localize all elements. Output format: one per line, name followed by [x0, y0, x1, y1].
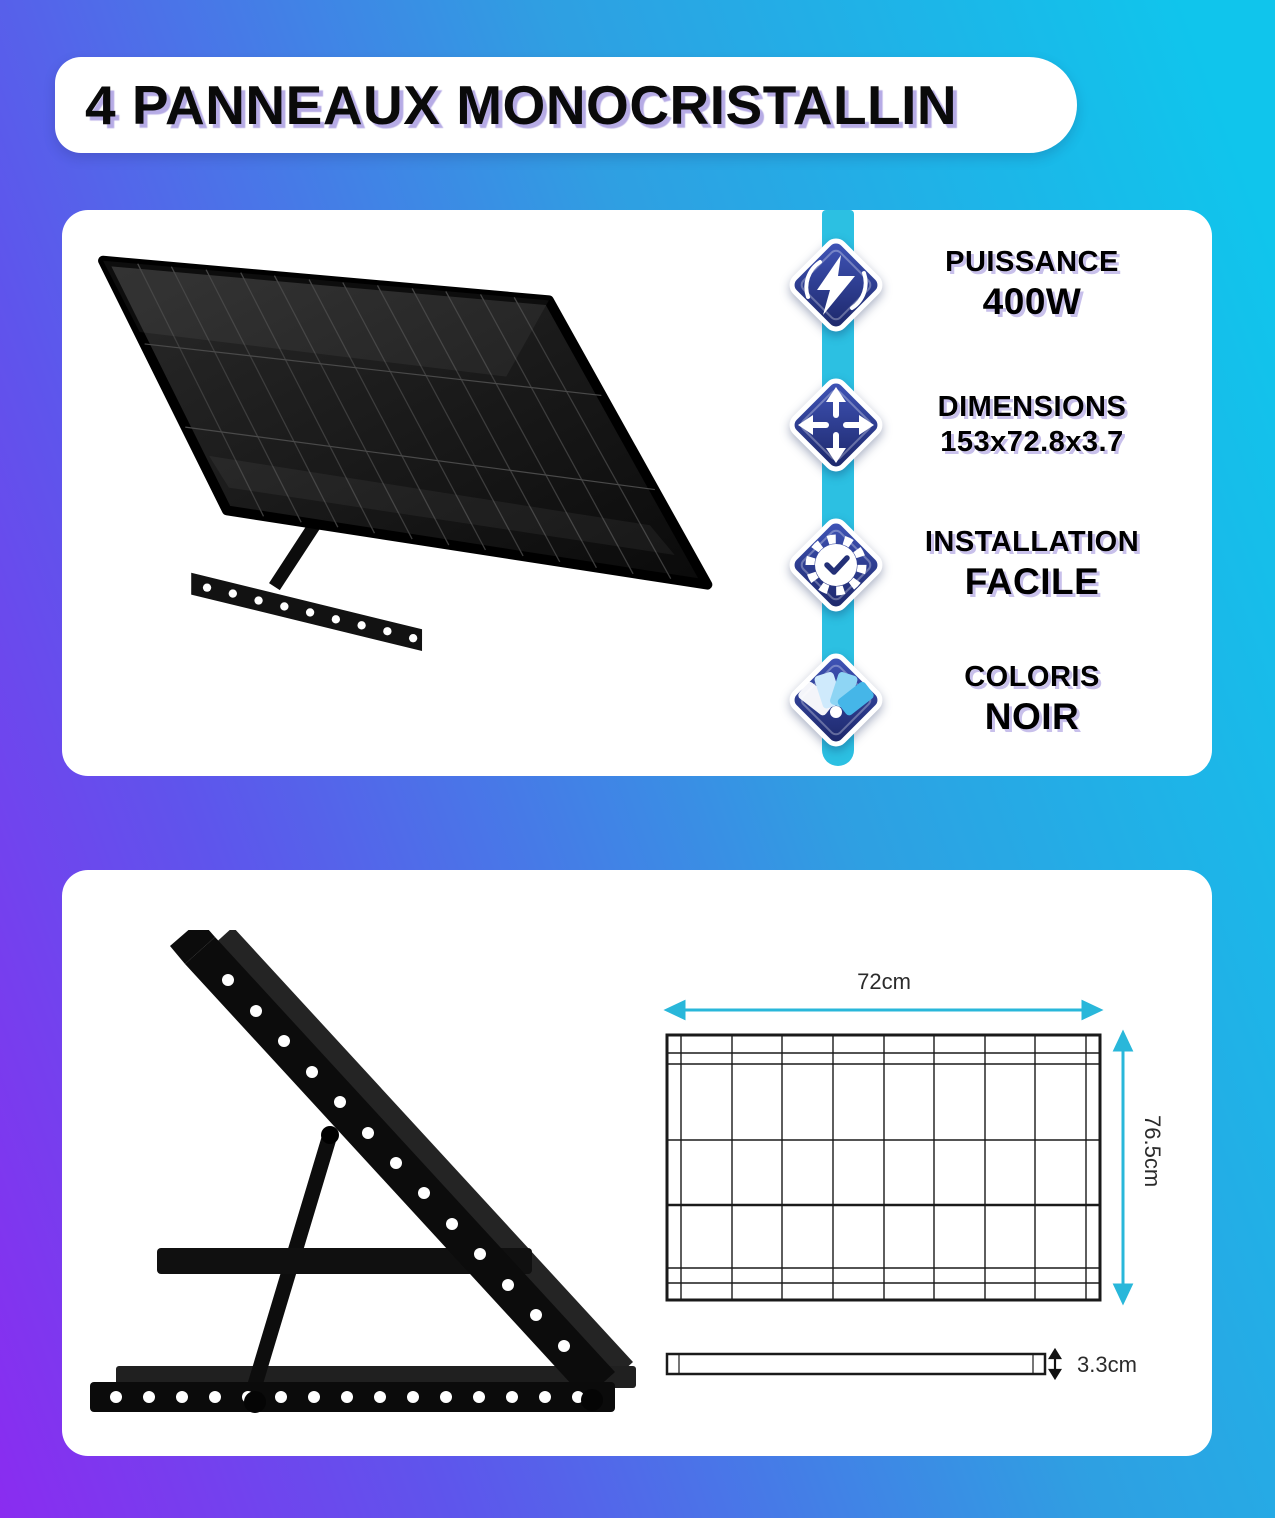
spec-row-coloris: COLORIS NOIR — [766, 630, 1186, 770]
panel-dimension-drawing — [663, 999, 1134, 1381]
dimensions-icon — [766, 355, 906, 495]
solar-panel-illustration — [98, 255, 713, 652]
spec-label: DIMENSIONS — [937, 391, 1127, 424]
height-dimension-label: 76.5cm — [1140, 1115, 1165, 1188]
spec-row-puissance: PUISSANCE 400W — [766, 215, 1186, 355]
spec-text: COLORIS NOIR — [906, 660, 1158, 739]
spec-row-dimensions: DIMENSIONS 153x72.8x3.7 — [766, 355, 1186, 495]
mounting-stand-illustration — [90, 920, 636, 1413]
dimensions-card: 72cm 76.5cm 3.3cm — [62, 870, 1212, 1456]
title-banner: 4 PANNEAUX MONOCRISTALLIN — [55, 57, 1077, 153]
dimension-diagram: 72cm 76.5cm 3.3cm — [657, 965, 1212, 1405]
spec-row-installation: INSTALLATION FACILE — [766, 495, 1186, 635]
installation-icon — [766, 495, 906, 635]
mounting-stand-photo — [82, 920, 642, 1420]
spec-label: PUISSANCE — [945, 246, 1119, 279]
thickness-dimension-label: 3.3cm — [1077, 1352, 1137, 1377]
spec-text: DIMENSIONS 153x72.8x3.7 — [906, 390, 1158, 460]
spec-value: 153x72.8x3.7 — [940, 426, 1124, 458]
spec-text: INSTALLATION FACILE — [906, 525, 1158, 604]
spec-value: 400W — [982, 281, 1082, 323]
spec-label: COLORIS — [964, 661, 1100, 694]
page-title: 4 PANNEAUX MONOCRISTALLIN — [85, 74, 958, 136]
specs-card: PUISSANCE 400W — [62, 210, 1212, 776]
color-swatch-icon — [766, 630, 906, 770]
solar-panel-photo — [72, 228, 782, 763]
spec-label: INSTALLATION — [924, 526, 1140, 559]
width-dimension-label: 72cm — [857, 969, 911, 994]
spec-text: PUISSANCE 400W — [906, 245, 1158, 324]
spec-value: NOIR — [984, 696, 1080, 738]
spec-value: FACILE — [964, 561, 1100, 603]
lightning-icon — [766, 215, 906, 355]
